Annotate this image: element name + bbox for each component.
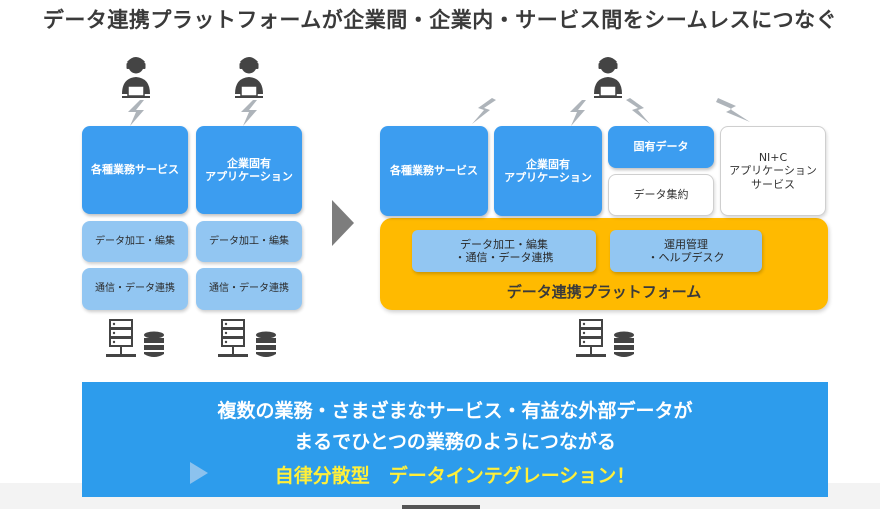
server-database-icon	[218, 319, 276, 357]
banner-line-3: 自律分散型 データインテグレーション！	[274, 465, 636, 487]
bottom-tab-indicator	[402, 505, 480, 509]
banner-line-2: まるでひとつの業務のようにつながる	[294, 431, 616, 453]
communication-box: 通信・データ連携	[82, 268, 188, 310]
server-database-icon	[106, 319, 164, 357]
lightning-icon	[128, 100, 144, 126]
service-card-business: 各種業務サービス	[82, 126, 188, 214]
lightning-icon	[472, 98, 496, 124]
platform-label: データ連携プラットフォーム	[506, 283, 702, 301]
service-card-business: 各種業務サービス	[380, 126, 488, 216]
data-aggregation-box: データ集約	[608, 174, 714, 216]
message-banner	[82, 382, 828, 497]
user-icon	[235, 57, 263, 98]
page-title: データ連携プラットフォームが企業間・企業内・サービス間をシームレスにつなぐ	[42, 8, 838, 32]
nic-service-box: NI+C アプリケーション サービス	[720, 126, 826, 216]
lightning-icon	[241, 100, 257, 126]
proprietary-data-box: 固有データ	[608, 126, 714, 168]
play-arrow-icon	[190, 462, 208, 484]
server-database-icon	[576, 319, 634, 357]
platform-data-processing-box: データ加工・編集 ・通信・データ連携	[412, 230, 596, 272]
user-icon	[594, 57, 622, 98]
service-card-enterprise-app: 企業固有 アプリケーション	[196, 126, 302, 214]
service-card-enterprise-app: 企業固有 アプリケーション	[494, 126, 602, 216]
lightning-icon	[626, 98, 650, 124]
data-processing-box: データ加工・編集	[196, 221, 302, 262]
user-icon	[122, 57, 150, 98]
communication-box: 通信・データ連携	[196, 268, 302, 310]
platform-operations-box: 運用管理 ・ヘルプデスク	[610, 230, 762, 272]
lightning-icon	[716, 98, 750, 122]
data-processing-box: データ加工・編集	[82, 221, 188, 262]
banner-line-1: 複数の業務・さまざまなサービス・有益な外部データが	[217, 400, 693, 422]
transition-arrow-icon	[332, 200, 354, 246]
lightning-icon	[570, 100, 586, 126]
